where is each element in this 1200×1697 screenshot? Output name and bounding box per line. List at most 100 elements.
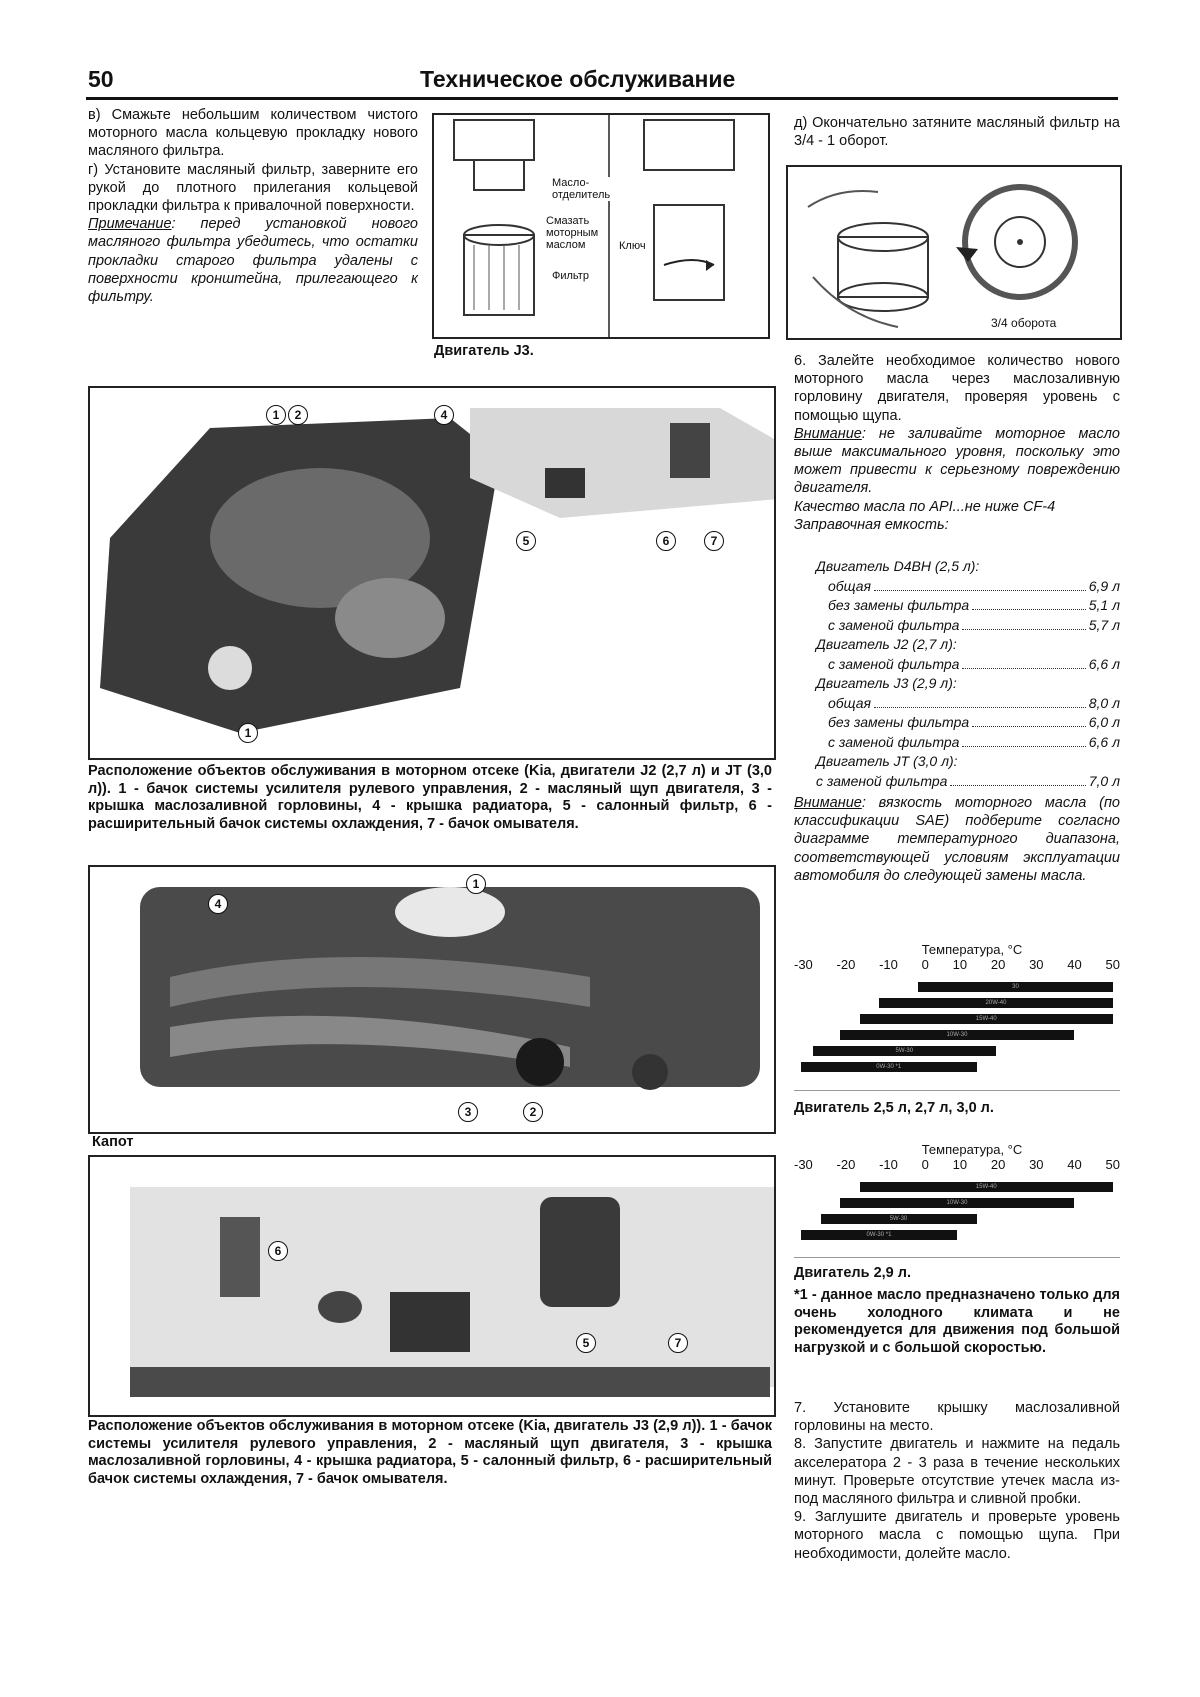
step-g: г) Установите масляный фильтр, заверните… xyxy=(88,161,418,215)
chart-1-caption: Двигатель 2,5 л, 2,7 л, 3,0 л. xyxy=(794,1100,994,1116)
warning-label: Внимание xyxy=(794,425,862,442)
dot-leader xyxy=(972,609,1086,610)
step-d: д) Окончательно затяните масляный фильтр… xyxy=(794,115,1120,150)
figure-rotation: 3/4 оборота xyxy=(786,165,1122,340)
footnote: *1 - данное масло предназначено только д… xyxy=(794,1287,1120,1356)
capacity-row: с заменой фильтра 6,6 л xyxy=(798,655,1120,675)
callout: 4 xyxy=(434,405,454,425)
final-steps: 7. Установите крышку маслозаливной горло… xyxy=(794,1399,1120,1563)
viscosity-bar: 10W-30 xyxy=(840,1198,1074,1208)
tick-label: 50 xyxy=(1105,1157,1120,1172)
chart-2-rule xyxy=(794,1257,1120,1258)
viscosity-bar: 0W-30 *1 xyxy=(801,1230,957,1240)
viscosity-note: Внимание: вязкость моторного масла (по к… xyxy=(794,794,1120,885)
dot-leader xyxy=(962,628,1086,630)
capacity-row-value: 5,7 л xyxy=(1088,616,1120,633)
capacity-row-label: без замены фильтра xyxy=(828,597,970,613)
rotation-diagram xyxy=(807,184,1078,328)
viscosity-note-label: Внимание xyxy=(794,795,862,811)
callout: 7 xyxy=(668,1333,688,1353)
step-v: в) Смажьте небольшим количеством чистого… xyxy=(88,107,418,160)
callout: 7 xyxy=(704,531,724,551)
label-filter: Фильтр xyxy=(552,270,589,282)
viscosity-bar: 15W-40 xyxy=(859,1182,1113,1192)
capacity-row-label: с заменой фильтра xyxy=(828,655,960,672)
warning-text: : не заливайте моторное масло выше макси… xyxy=(794,425,1120,497)
viscosity-bar: 20W-40 xyxy=(879,998,1113,1008)
tick-label: 10 xyxy=(952,1157,968,1172)
viscosity-chart-2: Температура, °С -30 -20 -10 0 10 20 30 4… xyxy=(794,1142,1120,1262)
callout: 3 xyxy=(458,1102,478,1122)
tick-label: -30 xyxy=(794,957,813,972)
capacity-row-value: 6,6 л xyxy=(1088,655,1120,672)
left-text-block: в) Смажьте небольшим количеством чистого… xyxy=(88,106,418,306)
capacity-row-label: с заменой фильтра xyxy=(828,733,960,750)
engine-photo-2 xyxy=(140,887,760,1090)
tick-label: 10 xyxy=(952,957,968,972)
capacity-row-label: с заменой фильтра xyxy=(828,616,960,633)
label-separator: Масло- отделитель xyxy=(552,177,611,201)
callout: 1 xyxy=(238,723,258,743)
tick-label: 40 xyxy=(1067,1157,1082,1172)
header-rule xyxy=(86,97,1118,100)
step-6: 6. Залейте необходимое количество нового… xyxy=(794,353,1120,424)
viscosity-bar: 15W-40 xyxy=(859,1014,1113,1024)
capacity-row-label: общая xyxy=(828,694,871,711)
dot-leader xyxy=(972,726,1086,727)
chart-1-title: Температура, °С xyxy=(921,942,1023,957)
step-8: 8. Запустите двигатель и нажмите на педа… xyxy=(794,1436,1120,1508)
dot-leader xyxy=(962,745,1086,747)
tick-label: -10 xyxy=(879,957,898,972)
tick-label: 40 xyxy=(1067,957,1082,972)
figure-j3-caption: Двигатель J3. xyxy=(434,343,534,359)
capacity-row: с заменой фильтра 5,7 л xyxy=(798,616,1120,636)
callout: 1 xyxy=(266,405,286,425)
tick-label: 0 xyxy=(921,957,929,972)
capacity-row-label: общая xyxy=(828,577,871,594)
callout: 2 xyxy=(288,405,308,425)
dot-leader xyxy=(950,784,1086,786)
tick-label: 20 xyxy=(990,957,1006,972)
callout: 6 xyxy=(268,1241,288,1261)
chart-2-title: Температура, °С xyxy=(921,1142,1023,1157)
engine-photo-1 xyxy=(100,408,774,733)
step-7: 7. Установите крышку маслозаливной горло… xyxy=(794,1400,1120,1435)
capacity-engine: Двигатель JT (3,0 л): xyxy=(816,753,958,769)
chart-1-ticks: -30 -20 -10 0 10 20 30 40 50 xyxy=(794,957,1120,972)
capacity-row-value: 7,0 л xyxy=(1088,772,1120,789)
tick-label: -20 xyxy=(836,957,856,972)
chart-2-caption: Двигатель 2,9 л. xyxy=(794,1265,912,1281)
capacity-title: Заправочная емкость: xyxy=(794,516,949,533)
tick-label: -10 xyxy=(879,1157,898,1172)
capacity-row-value: 6,0 л xyxy=(1088,714,1120,730)
tick-label: 0 xyxy=(921,1157,929,1172)
tick-label: 30 xyxy=(1029,1157,1044,1172)
callout: 6 xyxy=(656,531,676,551)
right-text-block: 6. Залейте необходимое количество нового… xyxy=(794,352,1120,534)
warning-1: Внимание: не заливайте моторное масло вы… xyxy=(794,425,1120,498)
dot-leader xyxy=(874,706,1086,708)
step-9: 9. Заглушите двигатель и проверьте урове… xyxy=(794,1509,1120,1562)
filter-diagram xyxy=(453,115,735,337)
chart-1-rule xyxy=(794,1090,1120,1091)
viscosity-bar: 30 xyxy=(918,982,1113,992)
photo-3-caption: Расположение объектов обслуживания в мот… xyxy=(88,1418,772,1487)
hood-label: Капот xyxy=(92,1134,134,1150)
oil-quality: Качество масла по API...не ниже CF-4 xyxy=(794,498,1056,515)
rotation-label: 3/4 оборота xyxy=(991,316,1057,330)
photo-1-caption: Расположение объектов обслуживания в мот… xyxy=(88,763,772,832)
label-wrench: Ключ xyxy=(619,240,646,252)
capacity-row: с заменой фильтра 6,6 л xyxy=(798,733,1120,753)
page-title: Техническое обслуживание xyxy=(420,66,736,92)
capacity-row-label: без замены фильтра xyxy=(828,714,970,730)
page-number: 50 xyxy=(88,66,114,92)
note-label: Примечание xyxy=(88,216,172,233)
tick-label: 20 xyxy=(990,1157,1006,1172)
callout: 4 xyxy=(208,894,228,914)
capacity-row: без замены фильтра 6,0 л xyxy=(798,713,1120,733)
capacity-row-value: 6,6 л xyxy=(1088,733,1120,750)
